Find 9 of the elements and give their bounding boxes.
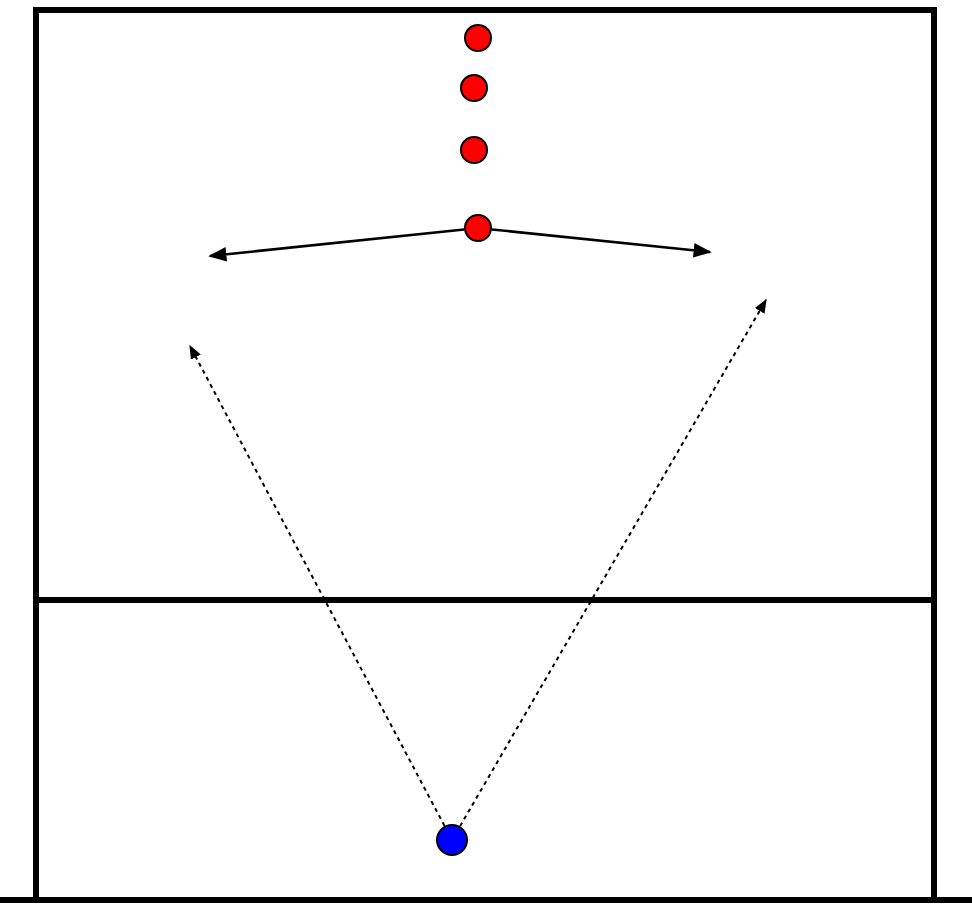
arrow xyxy=(208,228,465,262)
arrow xyxy=(189,344,446,827)
player-marker xyxy=(460,74,488,102)
player-marker xyxy=(460,136,488,164)
player-marker xyxy=(464,24,492,52)
arrow xyxy=(491,228,712,258)
player-marker xyxy=(436,824,468,856)
arrow xyxy=(459,298,767,828)
player-marker xyxy=(464,214,492,242)
